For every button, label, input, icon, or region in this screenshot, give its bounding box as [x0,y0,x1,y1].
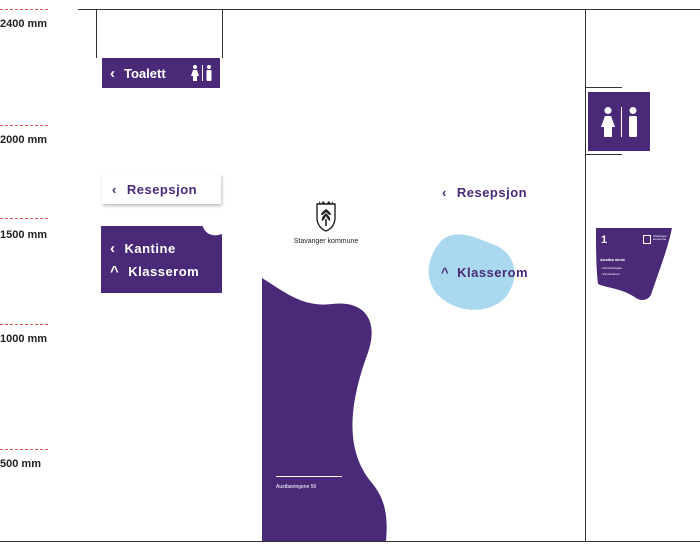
directory-wall-sign: ‹ Kantine ^ Klasserom [101,226,222,293]
floor-line [0,541,700,542]
coat-of-arms-icon [316,201,336,232]
height-label-2000: 2000 mm [0,134,48,146]
staff-label: Personalrom [602,272,620,276]
wall-line [585,9,586,541]
toilet-label: Toalett [124,65,166,81]
municipality-name: Stavanger kommune [293,238,359,245]
hanger-wire-left [96,9,97,58]
chevron-up-icon: ^ [441,265,450,280]
toilet-sign: ‹ Toalett [102,58,220,88]
floor-blob-shape [428,234,515,310]
brand-line-2: kommune [653,237,667,241]
height-dash-2400 [0,9,48,10]
totem-shape [262,278,387,541]
height-label-1500: 1500 mm [0,229,48,241]
chevron-left-icon: ‹ [110,239,116,257]
ceiling-line [78,9,700,10]
man-icon [206,65,212,81]
height-label-1000: 1000 mm [0,333,48,345]
chevron-left-icon: ‹ [442,185,447,200]
brand-line-1: Stavanger [653,234,667,238]
totem-address: Austbøvingene 50 [276,484,317,490]
totem-rule [276,476,342,477]
sign-cutout-shape [202,224,224,236]
chevron-left-icon: ‹ [110,64,115,82]
reception-wall-sign: ‹ Resepsjon [102,174,221,204]
school-brand: Stavanger kommune [653,235,667,241]
directory-row-klasserom: ^ Klasserom [110,263,199,280]
reception-label: Resepsjon [126,181,198,197]
height-dash-1000 [0,324,48,325]
bracket-bottom [586,154,622,155]
admin-label: Administrasjon [602,266,623,270]
school-item-staff: › Personalrom [601,272,620,276]
klasserom-label: Klasserom [128,263,200,279]
height-label-500: 500 mm [0,458,41,470]
woman-icon [191,65,199,81]
divider [620,106,622,137]
school-item-admin: ‹ Administrasjon [601,266,622,270]
chevron-right-icon: › [601,272,602,276]
bracket-top [586,87,622,88]
wc-wall-sign [588,92,650,151]
height-dash-2000 [0,125,48,126]
toilet-people-icons [191,65,212,81]
kantine-label: Kantine [124,240,176,256]
classroom-floor-label: ^ Klasserom [441,265,528,280]
school-sign-shape [596,228,672,300]
reception-floor-text: Resepsjon [456,185,528,200]
classroom-floor-text: Klasserom [457,265,529,280]
divider [202,65,203,81]
school-number: 1 [601,234,608,246]
chevron-left-icon: ‹ [112,181,117,197]
mini-logo-icon [643,235,651,244]
school-name: Austbø skole [600,257,626,262]
chevron-up-icon: ^ [110,262,120,280]
reception-floor-label: ‹ Resepsjon [442,185,527,200]
height-label-2400: 2400 mm [0,18,48,30]
municipality-logo: Stavanger kommune [276,200,376,245]
hanger-wire-right [222,9,223,58]
height-dash-500 [0,449,48,450]
woman-icon [600,106,615,137]
height-dash-1500 [0,218,48,219]
directory-row-kantine: ‹ Kantine [110,240,176,257]
man-icon [628,106,637,137]
